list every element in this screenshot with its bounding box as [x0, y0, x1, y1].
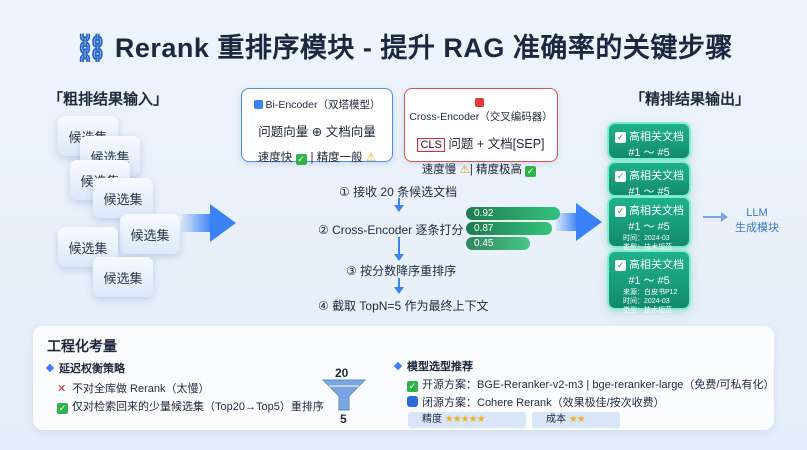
link-icon: ⛓ [74, 33, 109, 63]
input-arrow-shaft [182, 214, 212, 232]
plus-circle-icon: ⊕ [312, 125, 322, 139]
cross-formula: 问题 + 文档[SEP] [448, 137, 544, 151]
check-icon: ✓ [615, 206, 626, 217]
card-range: #1 ～ #5 [609, 183, 689, 199]
latency-good: ✓仅对检索回来的少量候选集（Top20→Top5）重排序 [57, 398, 324, 414]
funnel-bottom-value: 5 [340, 412, 347, 426]
output-arrow-icon [576, 203, 602, 241]
candidate-card: 候选集 [93, 257, 153, 297]
engineering-panel: 工程化考量 延迟权衡策略 ✕不对全库做 Rerank（太慢） ✓仅对检索回来的少… [33, 326, 774, 430]
llm-label: LLM [735, 206, 779, 221]
step-2: ② Cross-Encoder 逐条打分 [318, 221, 463, 238]
closed-source-option: 闭源方案：Cohere Rerank（效果极佳/按次收费） [407, 394, 665, 410]
card-title: 高相关文档 [629, 170, 684, 182]
output-section-label: 「精排结果输出」 [630, 88, 750, 109]
card-meta: 时间：2024-03 [623, 234, 689, 243]
cross-speed: 速度慢 [422, 164, 457, 176]
down-arrow-icon [394, 287, 404, 294]
output-arrow-shaft [556, 213, 578, 231]
step-3: ③ 按分数降序重排序 [346, 262, 456, 279]
check-icon: ✓ [615, 260, 626, 271]
page-title: ⛓Rerank 重排序模块 - 提升 RAG 准确率的关键步骤 [0, 26, 807, 65]
cost-rating: 成本 ★★ [532, 412, 620, 428]
bi-precision: 精度一般 [317, 152, 363, 164]
cost-stars: ★★ [569, 414, 585, 425]
lock-icon [407, 396, 418, 407]
result-card: ✓高相关文档 #1 ～ #5 [609, 163, 689, 195]
bullet-icon [394, 362, 402, 370]
red-square-icon [475, 98, 484, 107]
cross-precision: 精度极高 [476, 164, 522, 176]
cross-icon: ✕ [57, 384, 68, 395]
card-title: 高相关文档 [629, 131, 684, 143]
blue-square-icon [254, 100, 263, 109]
precision-label: 精度 [422, 414, 442, 425]
title-text: Rerank 重排序模块 - 提升 RAG 准确率的关键步骤 [115, 33, 733, 63]
score-bar: 0.92 [466, 207, 560, 220]
llm-sublabel: 生成模块 [735, 221, 779, 236]
llm-arrow-icon [721, 212, 728, 222]
step-4: ④ 截取 TopN=5 作为最终上下文 [318, 297, 488, 314]
card-range: #1 ～ #5 [609, 218, 689, 234]
bi-speed: 速度快 [258, 152, 293, 164]
down-arrow-icon [394, 205, 404, 212]
candidate-card: 候选集 [120, 214, 180, 254]
down-arrow-icon [394, 254, 404, 261]
precision-stars: ★★★★★ [445, 414, 485, 425]
score-bar: 0.87 [466, 222, 552, 235]
card-title: 高相关文档 [629, 259, 684, 271]
open-source-option: ✓开源方案：BGE-Reranker-v2-m3 | bge-reranker-… [407, 376, 774, 392]
card-title: 高相关文档 [629, 205, 684, 217]
bullet-icon [46, 364, 54, 372]
bi-formula-left: 问题向量 [258, 125, 308, 139]
check-icon: ✓ [296, 154, 307, 165]
llm-arrow-line [703, 216, 723, 218]
check-icon: ✓ [615, 132, 626, 143]
check-icon: ✓ [57, 403, 68, 414]
check-icon: ✓ [407, 381, 418, 392]
cross-encoder-title: Cross-Encoder（交叉编码器） [409, 111, 553, 123]
card-range: #1 ～ #5 [609, 144, 689, 160]
card-range: #1 ～ #5 [609, 272, 689, 288]
warning-icon: ⚠ [460, 164, 470, 176]
check-icon: ✓ [525, 166, 536, 177]
input-arrow-icon [210, 204, 236, 242]
warning-icon: ⚠ [366, 152, 376, 164]
cls-token: CLS [417, 138, 444, 152]
latency-title: 延迟权衡策略 [47, 360, 125, 376]
input-section-label: 「粗排结果输入」 [48, 88, 168, 109]
candidate-card: 候选集 [93, 178, 153, 218]
card-meta: 类型：技术规范 [623, 243, 689, 252]
card-meta: 类型：技术规范 [623, 306, 689, 315]
flow-line [398, 237, 400, 255]
cross-encoder-box: Cross-Encoder（交叉编码器） CLS 问题 + 文档[SEP] 速度… [404, 88, 558, 162]
result-card: ✓高相关文档 #1 ～ #5 来源：白皮书P12 时间：2024-03 类型：技… [609, 252, 689, 308]
score-bar: 0.45 [466, 237, 530, 250]
card-meta: 时间：2024-03 [623, 297, 689, 306]
result-card: ✓高相关文档 #1 ～ #5 [609, 124, 689, 158]
latency-bad: ✕不对全库做 Rerank（太慢） [57, 380, 210, 396]
engineering-heading: 工程化考量 [47, 336, 117, 356]
model-title: 模型选型推荐 [395, 358, 473, 374]
funnel-icon [321, 378, 367, 412]
card-meta: 来源：白皮书P12 [623, 288, 689, 297]
precision-rating: 精度 ★★★★★ [408, 412, 526, 428]
result-card: ✓高相关文档 #1 ～ #5 时间：2024-03 类型：技术规范 [609, 198, 689, 246]
check-icon: ✓ [615, 171, 626, 182]
bi-formula-right: 文档向量 [326, 125, 376, 139]
cost-label: 成本 [546, 414, 566, 425]
bi-encoder-title: Bi-Encoder（双塔模型） [266, 99, 381, 111]
bi-encoder-box: Bi-Encoder（双塔模型） 问题向量 ⊕ 文档向量 速度快 ✓| 精度一般… [241, 88, 393, 162]
llm-module: LLM 生成模块 [735, 206, 779, 236]
